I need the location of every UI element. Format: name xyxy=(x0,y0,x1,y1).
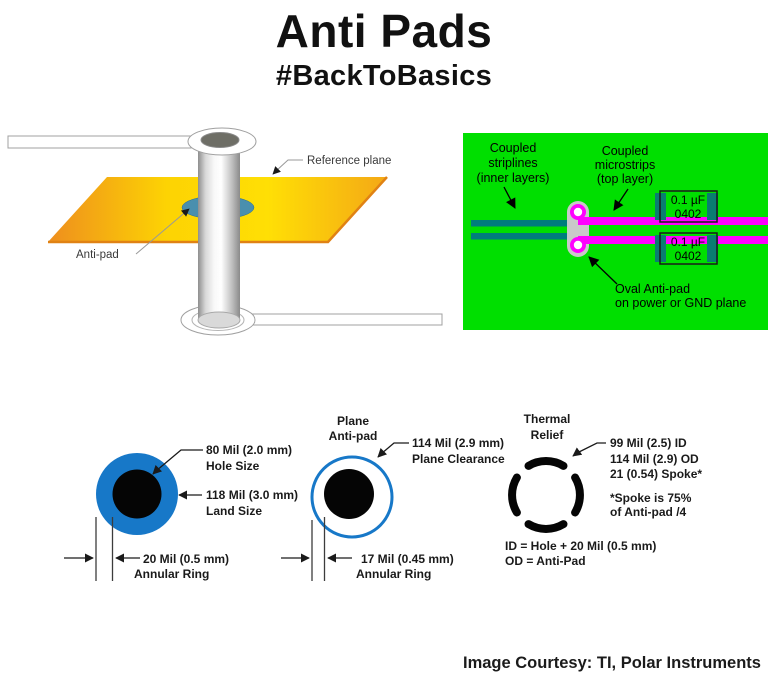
thermal-arrow xyxy=(572,447,583,457)
image-credit: Image Courtesy: TI, Polar Instruments xyxy=(463,654,761,672)
plane-antipad-title-2: Anti-pad xyxy=(329,429,378,443)
svg-text:Oval Anti-pad: Oval Anti-pad xyxy=(615,282,690,296)
hole-leader xyxy=(155,449,203,472)
capacitor-1-outline xyxy=(659,190,718,223)
top-trace xyxy=(7,135,192,149)
microstrip-trace-1 xyxy=(578,217,768,225)
clearance-caption: Plane Clearance xyxy=(412,452,505,466)
capacitor-2: 0.1 µF 0402 xyxy=(655,232,718,265)
bottom-trace xyxy=(249,313,443,326)
via-hole-1 xyxy=(573,207,583,217)
svg-text:Coupled: Coupled xyxy=(490,141,537,155)
reference-plane-arrow xyxy=(272,166,281,175)
svg-text:on power or GND plane: on power or GND plane xyxy=(615,296,746,310)
svg-text:striplines: striplines xyxy=(488,156,537,170)
thermal-arc-top xyxy=(524,457,568,470)
land-size-value: 118 Mil (3.0 mm) xyxy=(206,488,298,502)
capacitor-2-right-pad xyxy=(707,235,718,262)
stripline-trace-2 xyxy=(471,233,579,240)
thermal-note-2: of Anti-pad /4 xyxy=(610,505,687,519)
microstrips-label: Coupled microstrips (top layer) xyxy=(595,144,655,186)
page-title: Anti Pads xyxy=(275,5,493,57)
ring-value: 20 Mil (0.5 mm) xyxy=(143,552,229,566)
plane-hole-circle xyxy=(324,469,374,519)
pad-stack-diagrams: 80 Mil (2.0 mm) Hole Size 118 Mil (3.0 m… xyxy=(64,412,702,581)
clearance-arrow xyxy=(377,447,388,458)
hole-circle xyxy=(112,469,162,519)
clearance-leader xyxy=(380,442,409,455)
microstrips-arrow xyxy=(613,188,629,211)
pcb-top-view-figure: 0.1 µF 0402 0.1 µF 0402 Coupled striplin… xyxy=(463,133,768,330)
plane-antipad-diagram: Plane Anti-pad 114 Mil (2.9 mm) Plane Cl… xyxy=(281,414,505,581)
hole-arrow xyxy=(152,464,163,475)
capacitor-2-size: 0402 xyxy=(675,249,702,263)
striplines-arrow xyxy=(503,186,516,209)
stripline-trace-1 xyxy=(471,220,579,227)
thermal-legend-od: OD = Anti-Pad xyxy=(505,554,586,568)
capacitor-2-outline xyxy=(659,232,718,265)
hole-size-value: 80 Mil (2.0 mm) xyxy=(206,443,292,457)
plane-antipad-title-1: Plane xyxy=(337,414,369,428)
land-size-caption: Land Size xyxy=(206,504,262,518)
svg-text:(inner layers): (inner layers) xyxy=(477,171,550,185)
thermal-leader xyxy=(576,442,606,454)
thermal-arc-bottom xyxy=(524,520,568,533)
capacitor-1: 0.1 µF 0402 xyxy=(655,190,718,223)
oval-anti-pad-arrow xyxy=(588,256,618,285)
reference-plane-leader xyxy=(275,159,303,172)
via-3d-figure: Reference plane Anti-pad xyxy=(7,127,443,336)
top-pad-hole xyxy=(200,132,240,148)
capacitor-1-value: 0.1 µF xyxy=(671,193,705,207)
land-pad-diagram: 80 Mil (2.0 mm) Hole Size 118 Mil (3.0 m… xyxy=(64,443,298,581)
capacitor-1-right-pad xyxy=(707,193,718,220)
thermal-arc-right xyxy=(571,473,584,517)
page-subtitle: #BackToBasics xyxy=(275,60,493,92)
via-barrel xyxy=(198,148,240,320)
thermal-id-value: 99 Mil (2.5) ID xyxy=(610,436,687,450)
via-hole-2 xyxy=(573,240,583,250)
microstrip-trace-2 xyxy=(578,236,768,244)
ring2-value: 17 Mil (0.45 mm) xyxy=(361,552,454,566)
thermal-spoke-value: 21 (0.54) Spoke* xyxy=(610,467,702,481)
ring2-caption: Annular Ring xyxy=(356,567,431,581)
reference-plane-edge xyxy=(48,176,388,244)
anti-pad-label: Anti-pad xyxy=(76,249,119,261)
clearance-value: 114 Mil (2.9 mm) xyxy=(412,436,504,450)
via-barrel-bottom-cap xyxy=(197,311,241,329)
thermal-arc-left xyxy=(508,473,521,517)
svg-text:(top layer): (top layer) xyxy=(597,172,653,186)
hole-size-caption: Hole Size xyxy=(206,459,260,473)
ring-caption: Annular Ring xyxy=(134,567,209,581)
thermal-relief-diagram: Thermal Relief 99 Mil (2.5) ID 114 Mil (… xyxy=(505,412,702,568)
reference-plane-label: Reference plane xyxy=(307,155,391,167)
thermal-title-1: Thermal xyxy=(524,412,571,426)
thermal-title-2: Relief xyxy=(531,428,565,442)
striplines-label: Coupled striplines (inner layers) xyxy=(477,141,550,185)
thermal-od-value: 114 Mil (2.9) OD xyxy=(610,452,699,466)
board-background xyxy=(463,133,768,330)
capacitor-2-value: 0.1 µF xyxy=(671,235,705,249)
thermal-legend-id: ID = Hole + 20 Mil (0.5 mm) xyxy=(505,539,656,553)
anti-pad-leader xyxy=(135,208,190,255)
thermal-relief-arcs xyxy=(508,457,584,533)
svg-text:microstrips: microstrips xyxy=(595,158,655,172)
oval-anti-pad-label: Oval Anti-pad on power or GND plane xyxy=(615,282,746,310)
thermal-note-1: *Spoke is 75% xyxy=(610,491,692,505)
capacitor-1-size: 0402 xyxy=(675,207,702,221)
svg-text:Coupled: Coupled xyxy=(602,144,649,158)
